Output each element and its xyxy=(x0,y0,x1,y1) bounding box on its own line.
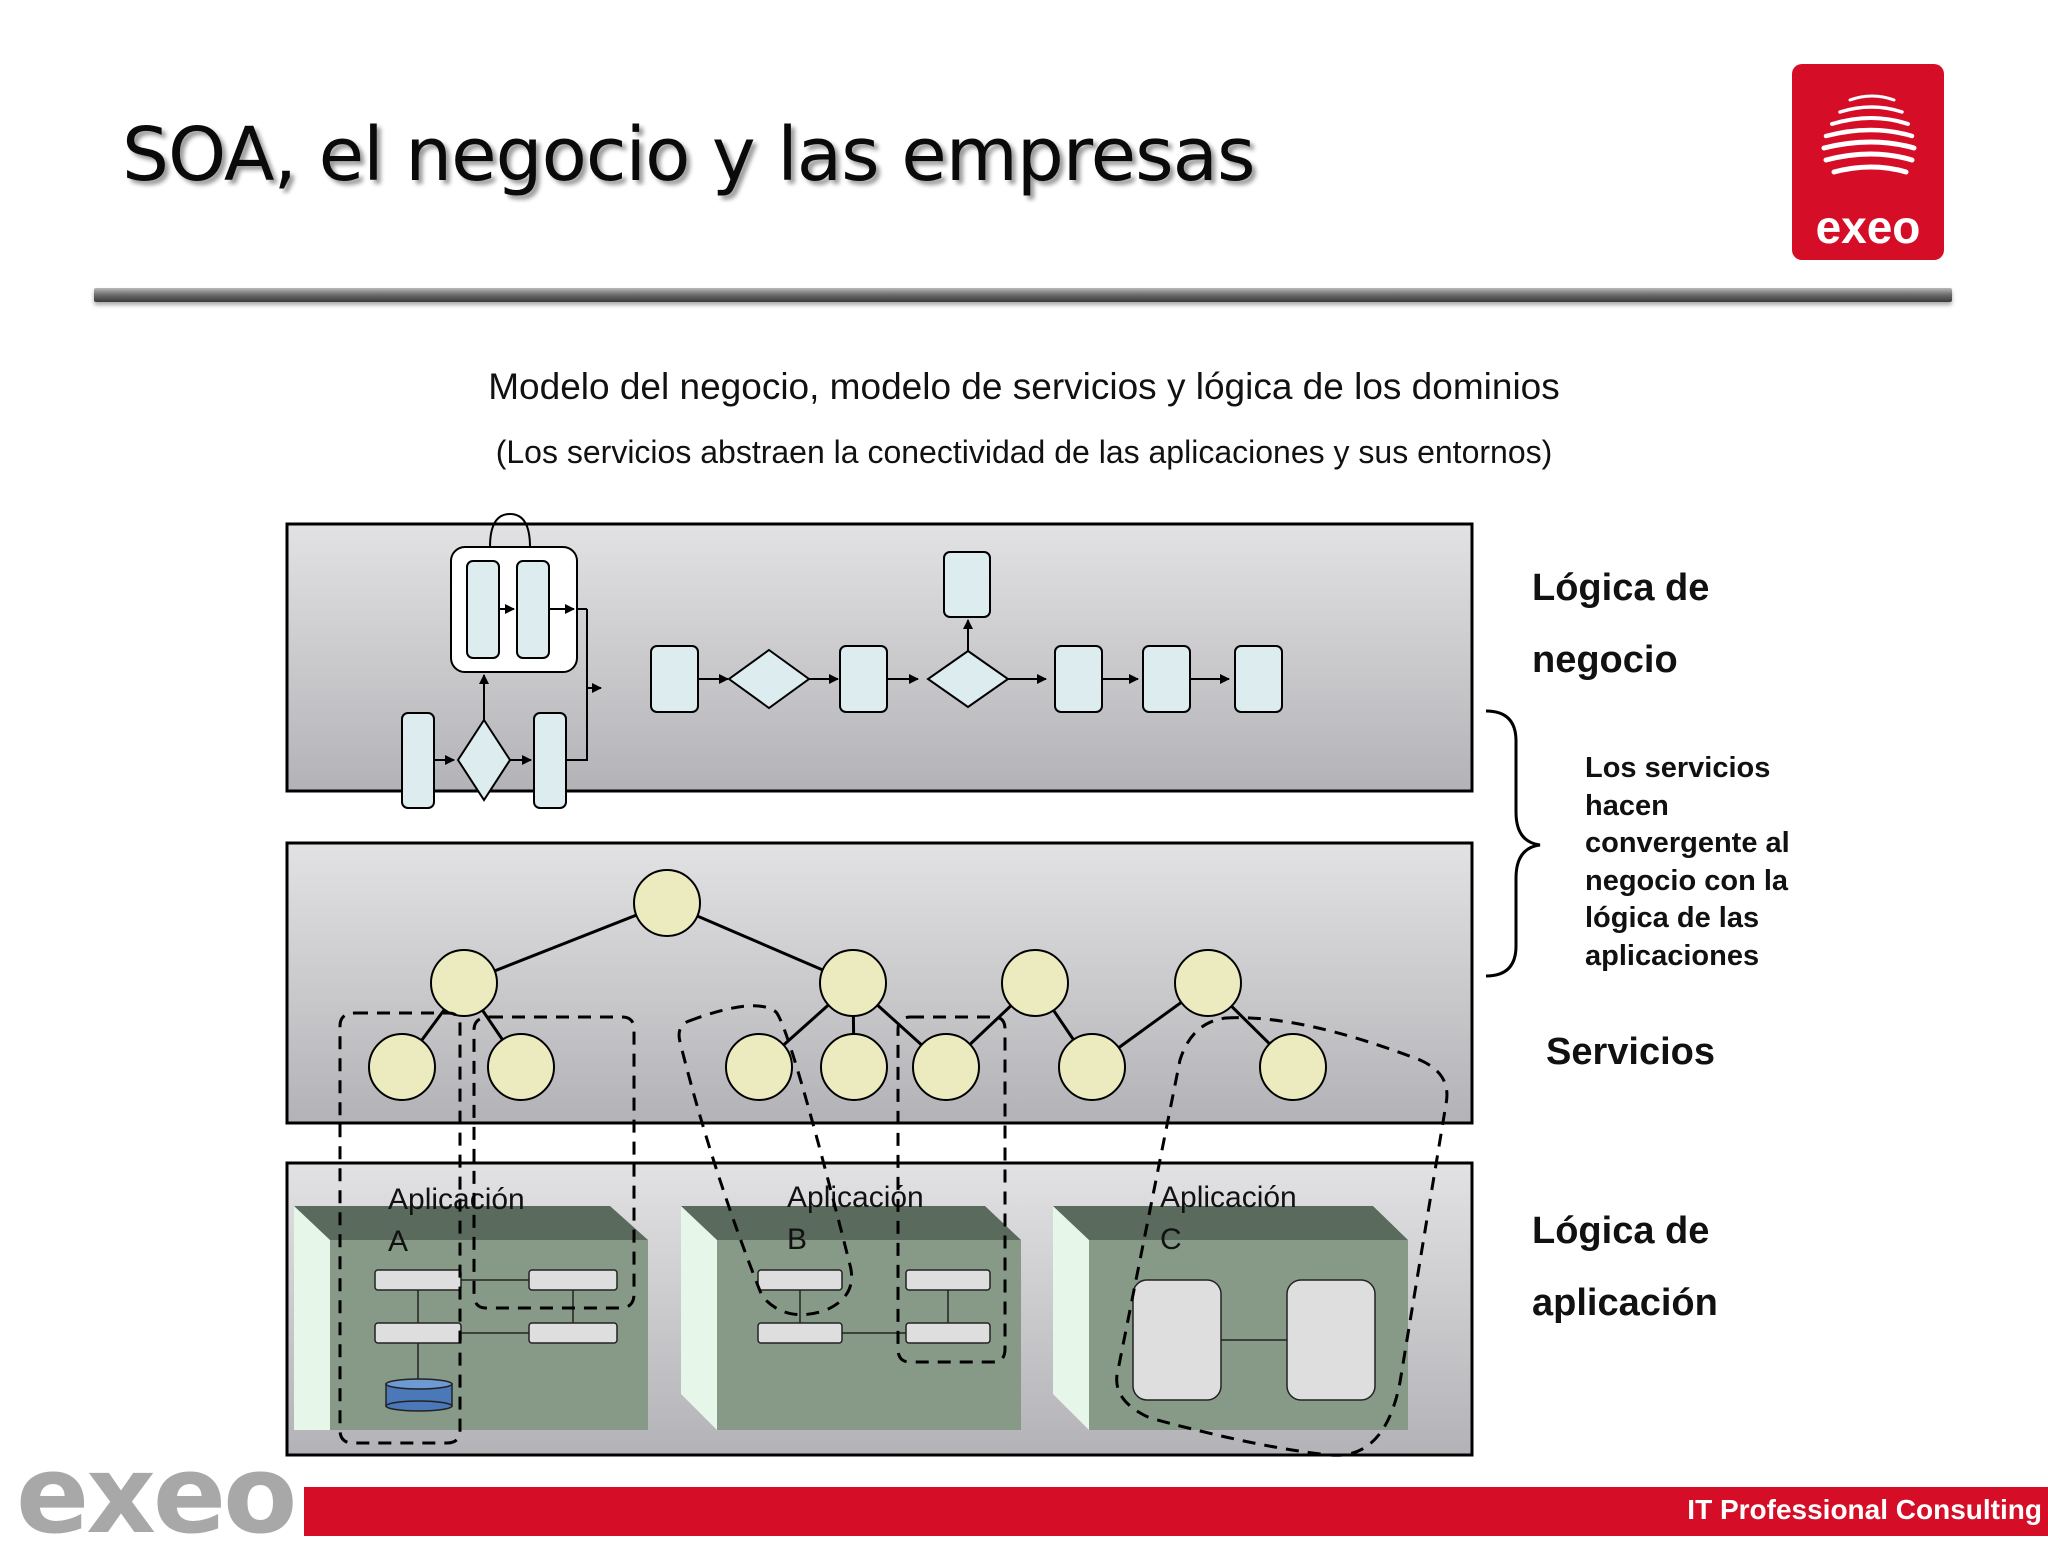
process-step xyxy=(1234,645,1283,713)
service-node xyxy=(1058,1033,1126,1101)
application-a-box xyxy=(294,1206,648,1430)
component-block xyxy=(905,1322,991,1344)
mapping-outline xyxy=(472,1015,636,1310)
loop-marker xyxy=(489,512,531,548)
service-nodes xyxy=(368,869,1327,1101)
business-logic-label-line1: Lógica de xyxy=(1532,567,1710,609)
app-b-letter: B xyxy=(787,1223,807,1256)
service-node xyxy=(487,1033,555,1101)
convergence-note: Los servicios hacen convergente al negoc… xyxy=(1585,752,1790,972)
mapping-outline xyxy=(338,1011,462,1445)
service-node xyxy=(430,949,498,1017)
business-logic-label-line2: negocio xyxy=(1532,639,1678,681)
process-step xyxy=(943,551,991,618)
service-node xyxy=(368,1033,436,1101)
decision-gateway xyxy=(727,648,811,710)
grouping-brace xyxy=(1485,709,1541,978)
application-logic-label: Lógica de aplicación xyxy=(1532,1195,1718,1339)
app-a-label: Aplicación xyxy=(388,1183,525,1216)
process-step xyxy=(466,560,500,659)
footer-bar: IT Professional Consulting xyxy=(304,1487,2048,1536)
logo-text: exeo xyxy=(1815,201,1921,253)
application-logic-label-line2: aplicación xyxy=(1532,1282,1718,1324)
component-block xyxy=(1132,1279,1222,1401)
service-node xyxy=(912,1033,980,1101)
app-c-label: Aplicación xyxy=(1160,1181,1297,1214)
service-node xyxy=(820,1033,888,1101)
business-logic-label: Lógica de negocio xyxy=(1532,552,1709,696)
service-node xyxy=(1001,949,1069,1017)
process-step xyxy=(1054,645,1103,713)
process-step xyxy=(839,645,888,713)
application-logic-label-line1: Lógica de xyxy=(1532,1210,1710,1252)
application-b-box xyxy=(681,1206,1021,1430)
logo-swirl-icon xyxy=(1821,94,1917,175)
slide-title: SOA, el negocio y las empresas xyxy=(122,112,1256,198)
process-step xyxy=(533,712,567,809)
component-block xyxy=(374,1269,462,1291)
component-block xyxy=(528,1269,618,1291)
app-b-label: Aplicación xyxy=(787,1181,924,1214)
footer-logo: exeo xyxy=(16,1433,297,1558)
service-application-mappings xyxy=(338,1004,1449,1457)
component-block xyxy=(757,1269,843,1291)
process-step xyxy=(516,560,550,659)
service-node xyxy=(1259,1033,1327,1101)
database-icon xyxy=(385,1378,453,1412)
process-step xyxy=(1142,645,1191,713)
services-label: Servicios xyxy=(1546,1031,1715,1073)
app-c-letter: C xyxy=(1160,1223,1182,1256)
mapping-outline xyxy=(1115,1016,1449,1457)
process-step xyxy=(650,645,699,713)
footer-tagline: IT Professional Consulting xyxy=(1687,1494,2042,1525)
diagram-caption: (Los servicios abstraen la conectividad … xyxy=(495,434,1553,470)
process-step xyxy=(401,712,435,809)
app-a-letter: A xyxy=(388,1225,408,1258)
diagram-subtitle: Modelo del negocio, modelo de servicios … xyxy=(488,366,1560,407)
component-block xyxy=(528,1322,618,1344)
service-node xyxy=(1174,949,1242,1017)
component-block xyxy=(374,1322,462,1344)
mapping-outline xyxy=(896,1015,1007,1364)
title-divider xyxy=(94,288,1952,302)
service-node xyxy=(725,1033,793,1101)
service-node xyxy=(819,949,887,1017)
component-block xyxy=(905,1269,991,1291)
mapping-outline xyxy=(677,1004,853,1317)
component-block xyxy=(1286,1279,1376,1401)
business-process-flow xyxy=(401,512,1283,809)
decision-gateway xyxy=(926,649,1010,709)
service-node xyxy=(633,869,701,937)
decision-gateway xyxy=(456,718,512,802)
exeo-logo: exeo xyxy=(1792,64,1944,260)
component-block xyxy=(757,1322,843,1344)
